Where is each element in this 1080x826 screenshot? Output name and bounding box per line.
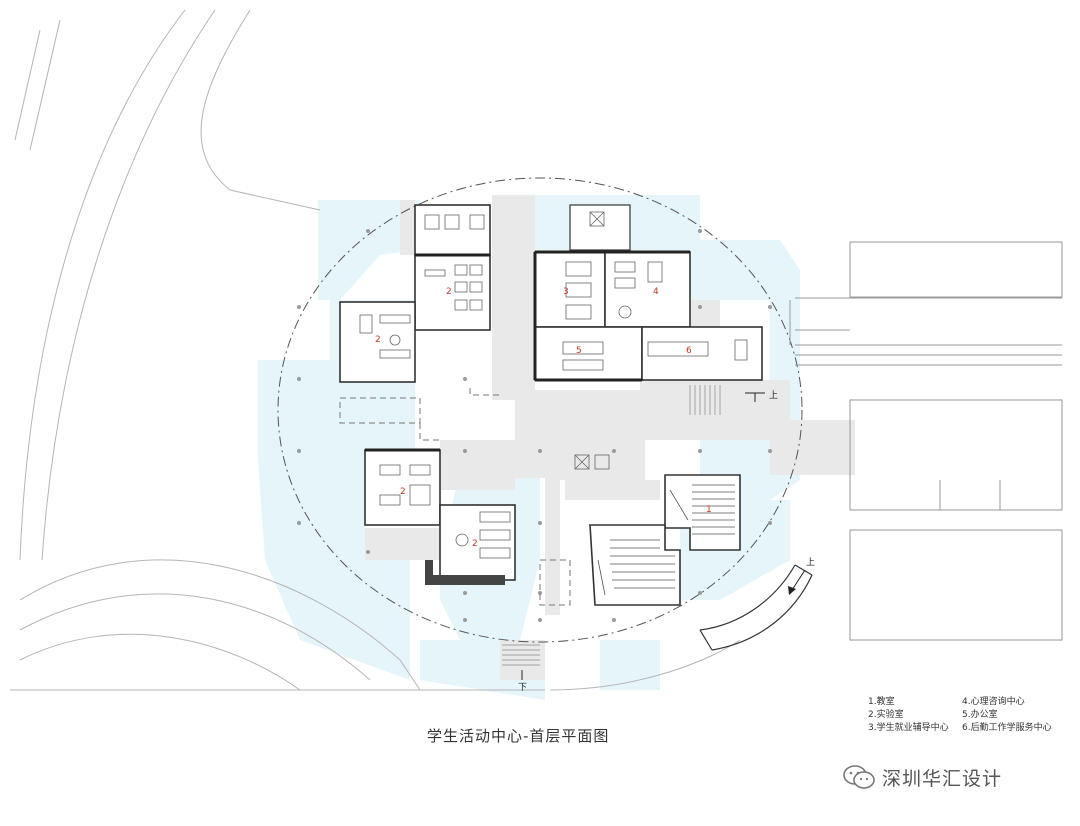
roof-outline (339, 388, 571, 606)
legend-item: 5.办公室 (962, 710, 998, 720)
paving (365, 195, 855, 680)
wechat-icon (843, 765, 875, 789)
room-number: 3 (563, 287, 569, 297)
thick-walls (365, 250, 690, 452)
auditorium-seats (597, 484, 735, 596)
room-number: 6 (686, 346, 692, 356)
watermark: 深圳华汇设计 (842, 762, 1002, 792)
ramp-arrow (791, 569, 806, 591)
legend-item: 6.后勤工作学服务中心 (962, 723, 1052, 733)
stair-label-down: 下 (518, 683, 527, 693)
stair-label-up: 上 (769, 390, 778, 401)
furniture (359, 211, 748, 559)
legend-item: 2.实验室 (868, 710, 904, 720)
east-buildings (789, 241, 1063, 641)
site-road-lines (10, 9, 741, 691)
building-walls (339, 204, 763, 581)
site-circle (277, 177, 803, 643)
dark-wall-band (425, 575, 505, 585)
legend-item: 4.心理咨询中心 (962, 697, 1025, 707)
stairs (502, 385, 721, 666)
legend-item: 1.教室 (868, 697, 895, 707)
room-number: 2 (375, 335, 381, 345)
ramp (699, 564, 813, 651)
room-numbers: 2 2 3 4 5 6 2 2 1 (375, 287, 712, 549)
dark-wall-band (425, 560, 433, 585)
room-number: 5 (576, 346, 582, 356)
room-number: 2 (472, 539, 478, 549)
stair-label-up: 上 (806, 557, 815, 568)
ramp-arrowhead (788, 586, 796, 595)
room-number: 2 (400, 487, 406, 497)
watermark-text: 深圳华汇设计 (882, 767, 1003, 790)
room-number: 4 (653, 287, 659, 297)
room-number: 2 (446, 287, 452, 297)
legend-item: 3.学生就业辅导中心 (868, 723, 949, 733)
room-number: 1 (706, 505, 712, 515)
auditorium (589, 474, 741, 606)
drawing-title: 学生活动中心-首层平面图 (427, 727, 610, 745)
